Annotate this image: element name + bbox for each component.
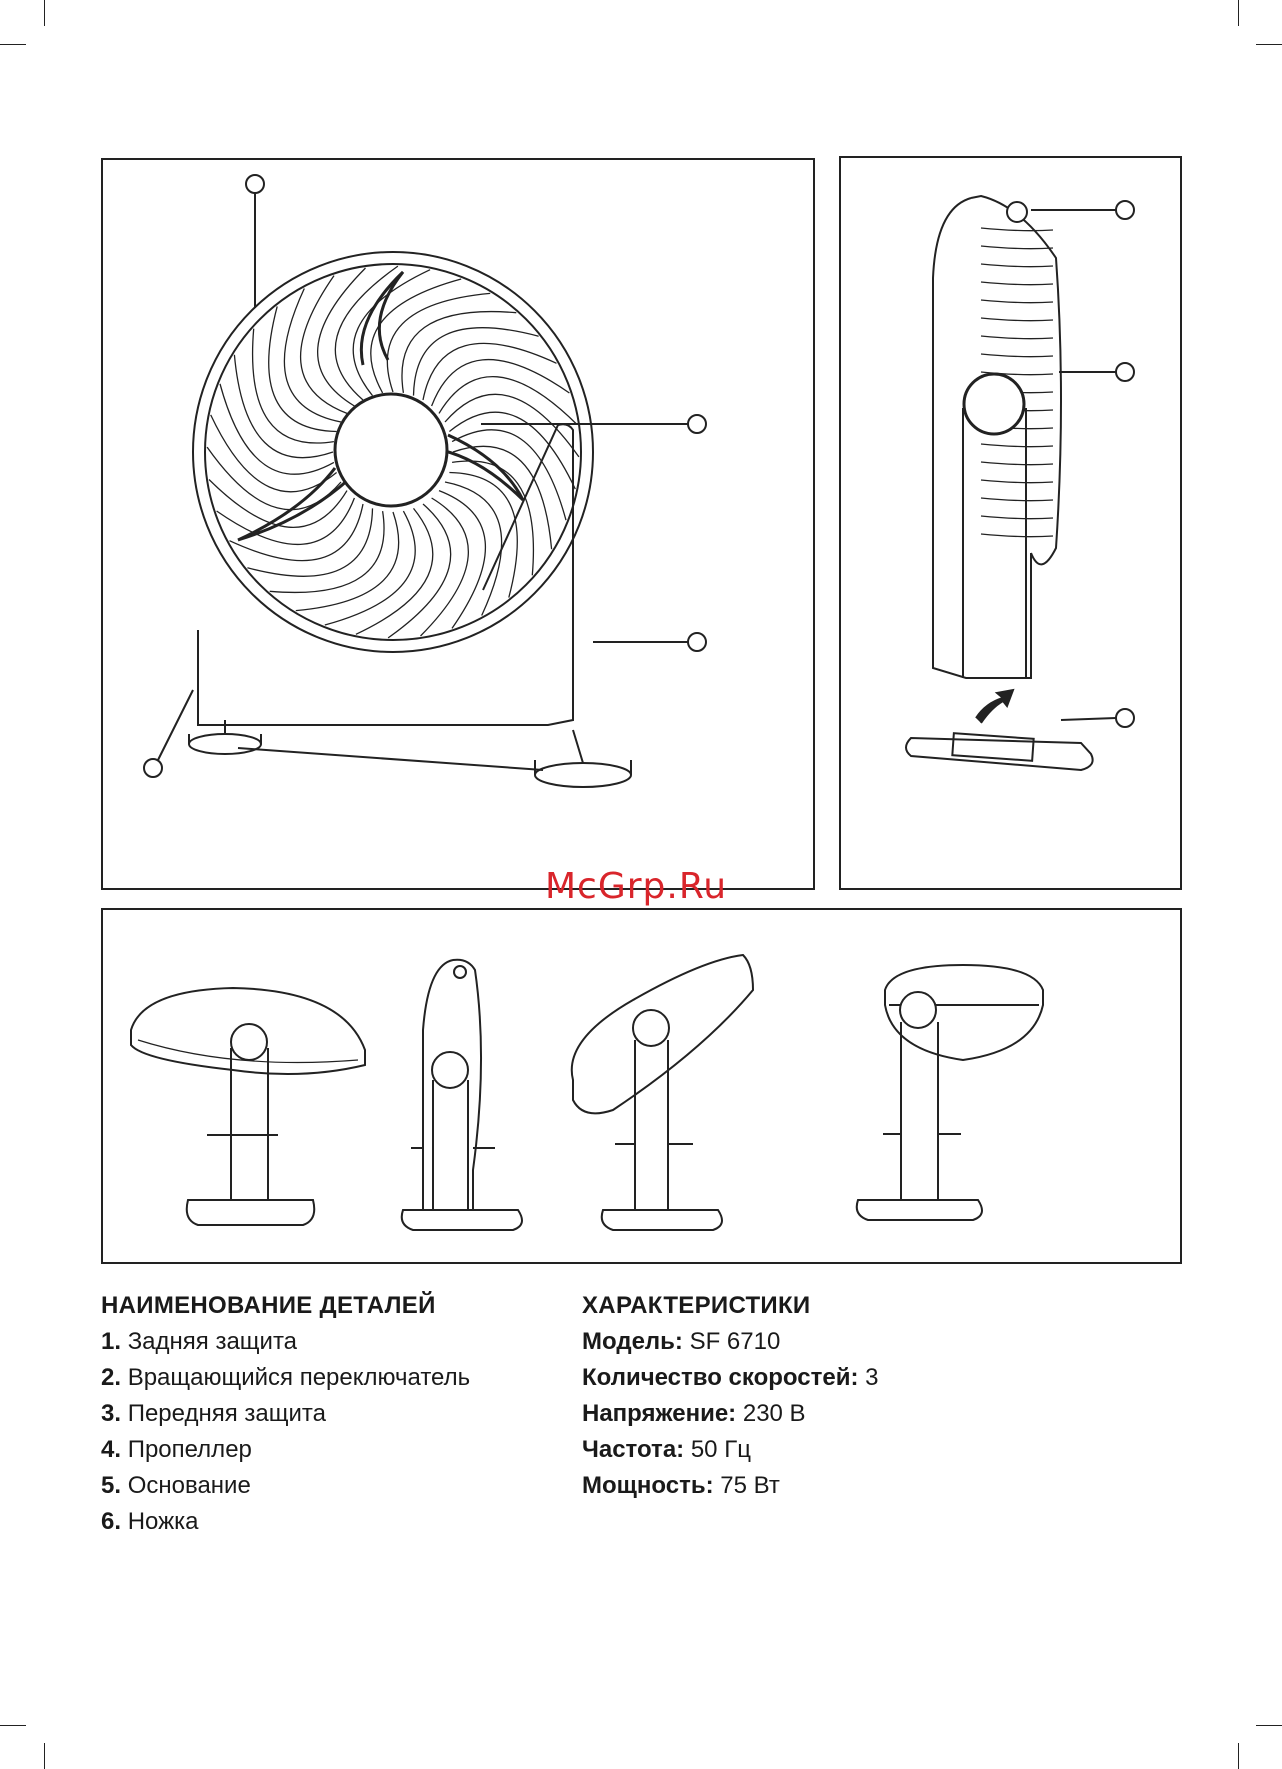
side-grille-wire xyxy=(981,300,1053,303)
part-number: 2. xyxy=(101,1364,121,1391)
grille-wire xyxy=(296,512,399,611)
side-grille-wire xyxy=(981,228,1053,231)
crop-mark xyxy=(1238,0,1239,26)
spec-row: Напряжение: 230 В xyxy=(582,1396,878,1432)
spec-key: Количество скоростей: xyxy=(582,1364,858,1391)
grille-wire xyxy=(234,355,333,458)
spec-value: SF 6710 xyxy=(690,1328,781,1355)
spec-row: Количество скоростей: 3 xyxy=(582,1360,878,1396)
spec-row: Частота: 50 Гц xyxy=(582,1432,878,1468)
part-label: Передняя защита xyxy=(128,1400,326,1427)
side-grille-wire xyxy=(981,462,1053,465)
fan-side-view-illustration xyxy=(841,158,1184,892)
grille-wire xyxy=(270,511,384,592)
fan-tilt-vertical xyxy=(402,960,522,1230)
grille-wire xyxy=(387,293,490,392)
parts-heading: НАИМЕНОВАНИЕ ДЕТАЛЕЙ xyxy=(101,1288,470,1324)
parts-list: НАИМЕНОВАНИЕ ДЕТАЛЕЙ 1. Задняя защита 2.… xyxy=(101,1288,470,1540)
tilt-positions-illustration xyxy=(103,910,1184,1266)
fan-front-view-panel xyxy=(101,158,815,890)
side-grille-wire xyxy=(981,480,1053,483)
specs-list: ХАРАКТЕРИСТИКИ Модель: SF 6710 Количеств… xyxy=(582,1288,878,1504)
side-grille-wire xyxy=(981,444,1053,447)
grille-wire xyxy=(388,504,451,638)
tilt-positions-panel xyxy=(101,908,1182,1264)
watermark: McGrp.Ru xyxy=(545,866,727,907)
grille-wire xyxy=(402,312,516,393)
spec-key: Мощность: xyxy=(582,1472,714,1499)
part-number: 1. xyxy=(101,1328,121,1355)
spec-key: Частота: xyxy=(582,1436,684,1463)
part-label: Ножка xyxy=(128,1508,199,1535)
specs-heading: ХАРАКТЕРИСТИКИ xyxy=(582,1288,878,1324)
crop-mark xyxy=(0,44,26,45)
spec-value: 50 Гц xyxy=(691,1436,751,1463)
list-item: 6. Ножка xyxy=(101,1504,470,1540)
grille-wire xyxy=(453,446,552,549)
part-number: 5. xyxy=(101,1472,121,1499)
grille-wire xyxy=(247,508,372,576)
list-item: 5. Основание xyxy=(101,1468,470,1504)
crop-mark xyxy=(44,0,45,26)
list-item: 3. Передняя защита xyxy=(101,1396,470,1432)
side-grille-wire xyxy=(981,498,1053,501)
spec-value: 230 В xyxy=(743,1400,806,1427)
side-grille-wire xyxy=(981,246,1053,249)
fan-tilt-angled xyxy=(572,955,753,1230)
fan-tilt-down xyxy=(857,965,1043,1220)
spec-row: Модель: SF 6710 xyxy=(582,1324,878,1360)
side-grille-wire xyxy=(981,336,1053,339)
side-grille-wire xyxy=(981,354,1053,357)
part-number: 3. xyxy=(101,1400,121,1427)
grille-wire xyxy=(452,461,533,575)
crop-mark xyxy=(1256,44,1282,45)
side-grille-wire xyxy=(981,534,1053,537)
list-item: 2. Вращающийся переключатель xyxy=(101,1360,470,1396)
side-grille-wire xyxy=(981,516,1053,519)
part-number: 4. xyxy=(101,1436,121,1463)
side-grille-wire xyxy=(981,318,1053,321)
part-label: Задняя защита xyxy=(128,1328,297,1355)
part-label: Вращающийся переключатель xyxy=(128,1364,470,1391)
side-grille-wire xyxy=(981,282,1053,285)
spec-value: 75 Вт xyxy=(720,1472,780,1499)
spec-row: Мощность: 75 Вт xyxy=(582,1468,878,1504)
side-grille-wire xyxy=(981,264,1053,267)
grille-wire xyxy=(269,306,337,431)
fan-front-view-illustration xyxy=(103,160,817,892)
fan-tilt-up-1 xyxy=(131,988,365,1225)
crop-mark xyxy=(1238,1743,1239,1769)
grille-wire xyxy=(253,329,334,443)
list-item: 1. Задняя защита xyxy=(101,1324,470,1360)
grille-wire xyxy=(414,328,539,396)
crop-mark xyxy=(44,1743,45,1769)
list-item: 4. Пропеллер xyxy=(101,1432,470,1468)
crop-mark xyxy=(1256,1725,1282,1726)
spec-key: Модель: xyxy=(582,1328,683,1355)
spec-key: Напряжение: xyxy=(582,1400,736,1427)
fan-side-view-panel xyxy=(839,156,1182,890)
crop-mark xyxy=(0,1725,26,1726)
spec-value: 3 xyxy=(865,1364,878,1391)
part-label: Основание xyxy=(128,1472,251,1499)
part-number: 6. xyxy=(101,1508,121,1535)
part-label: Пропеллер xyxy=(128,1436,252,1463)
